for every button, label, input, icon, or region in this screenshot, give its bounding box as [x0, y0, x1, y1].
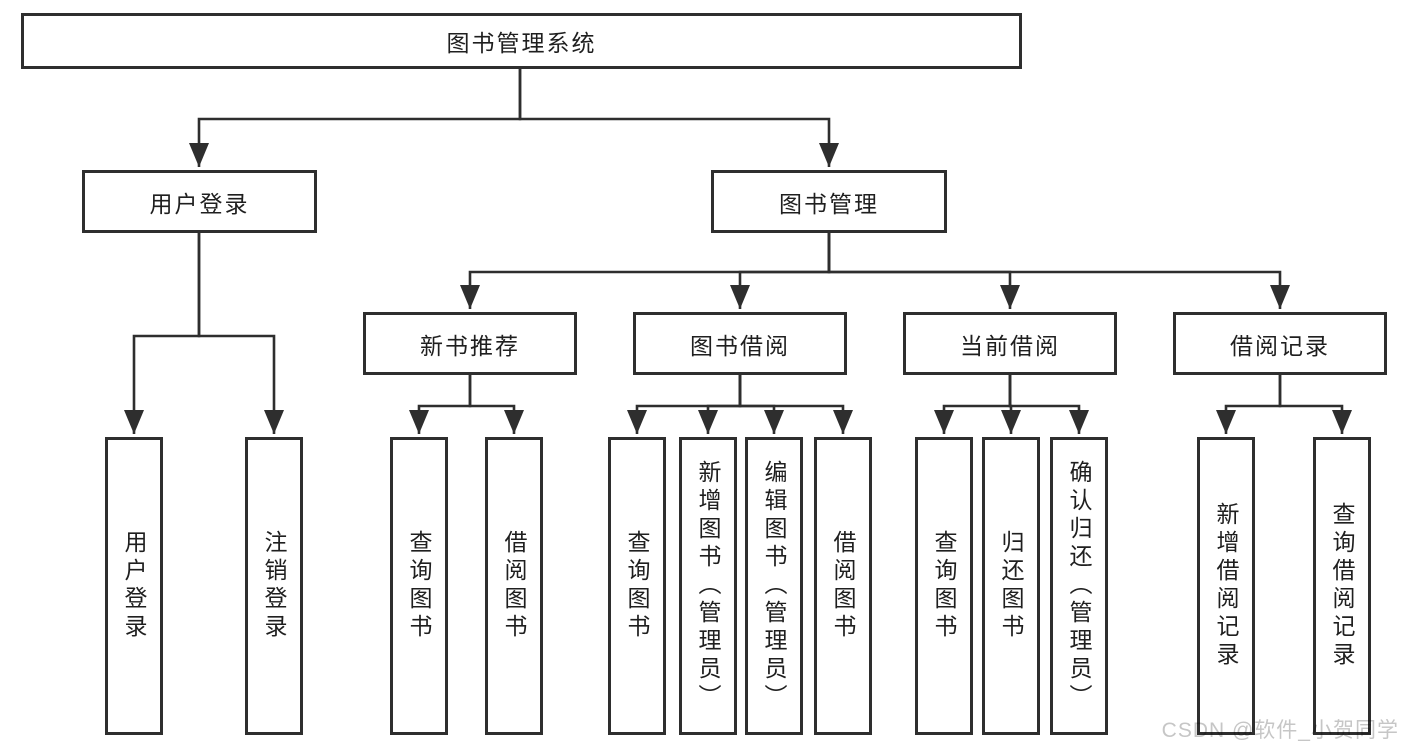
node-borrowing-records: 借阅记录	[1173, 312, 1387, 375]
leaf-logout: 注销登录	[245, 437, 303, 735]
leaf-user-login: 用户登录	[105, 437, 163, 735]
leaf-confirm-return-admin: 确认归还（管理员）	[1050, 437, 1108, 735]
leaf-borrowing-borrow-books: 借阅图书	[814, 437, 872, 735]
connector-root-to-book-management	[518, 69, 839, 167]
leaf-recommend-query-books: 查询图书	[390, 437, 448, 735]
leaf-borrowing-query-books: 查询图书	[608, 437, 666, 735]
connector-borrowing-edit	[738, 375, 784, 434]
node-book-management: 图书管理	[711, 170, 947, 233]
connector-current-confirm	[1008, 375, 1089, 434]
leaf-recommend-borrow-books: 借阅图书	[485, 437, 543, 735]
connector-recommend-borrow	[468, 375, 524, 434]
connector-root-to-user-login	[189, 69, 522, 167]
connector-current-query	[934, 375, 1012, 434]
connector-to-leaf-logout	[197, 233, 284, 434]
leaf-add-books-admin: 新增图书（管理员）	[679, 437, 737, 735]
node-book-borrowing: 图书借阅	[633, 312, 847, 375]
leaf-add-borrow-record: 新增借阅记录	[1197, 437, 1255, 735]
node-user-login: 用户登录	[82, 170, 317, 233]
connector-borrowing-query	[627, 375, 742, 434]
connector-borrowing-add	[698, 375, 742, 434]
connector-records-add	[1216, 375, 1282, 434]
node-library-management-system: 图书管理系统	[21, 13, 1022, 69]
connector-to-leaf-user-login	[124, 233, 201, 434]
csdn-watermark: CSDN @软件_小贺同学	[1161, 719, 1399, 742]
leaf-query-borrow-record: 查询借阅记录	[1313, 437, 1371, 735]
connector-to-borrowing-records	[827, 233, 1290, 309]
connector-recommend-query	[409, 375, 472, 434]
leaf-current-query-books: 查询图书	[915, 437, 973, 735]
leaf-edit-books-admin: 编辑图书（管理员）	[745, 437, 803, 735]
connector-records-query	[1278, 375, 1352, 434]
connector-to-book-borrowing	[730, 233, 831, 309]
leaf-return-books: 归还图书	[982, 437, 1040, 735]
node-new-book-recommend: 新书推荐	[363, 312, 577, 375]
connector-borrowing-borrow	[738, 375, 853, 434]
node-current-borrowing: 当前借阅	[903, 312, 1117, 375]
